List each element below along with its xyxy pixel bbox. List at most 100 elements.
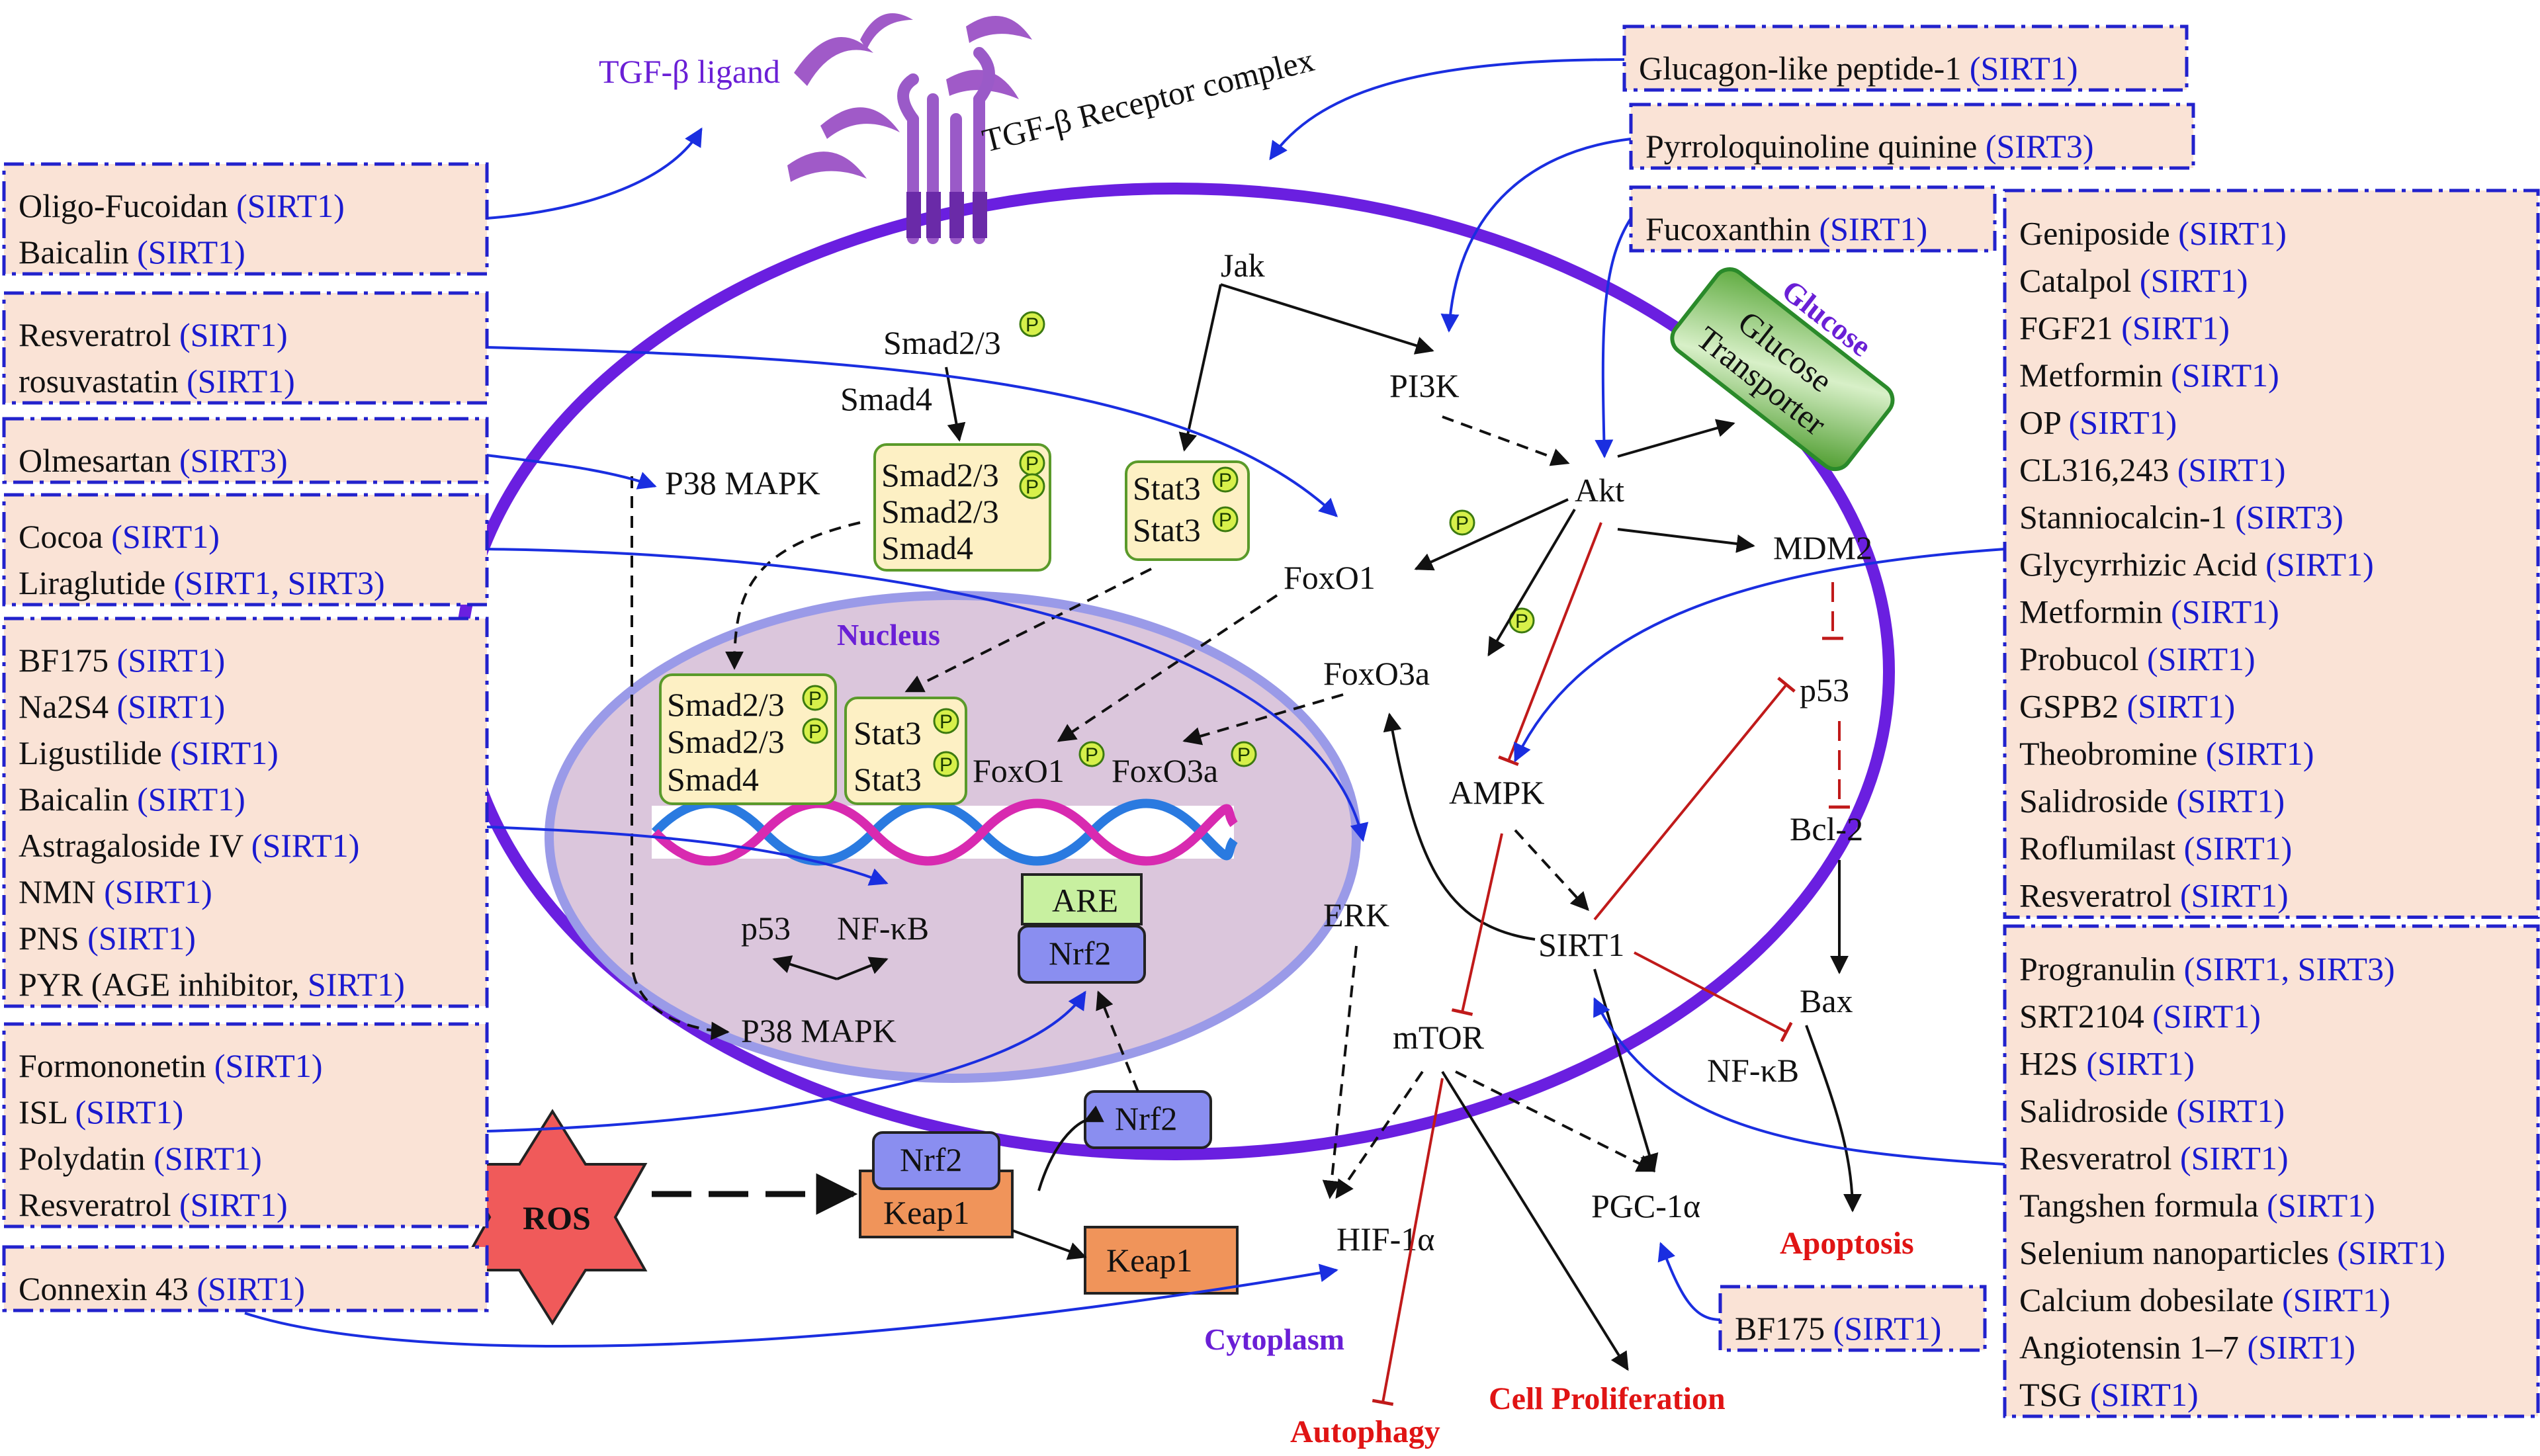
svg-text:P: P: [1026, 476, 1039, 498]
left-drug-box-item: Polydatin (SIRT1): [19, 1140, 262, 1177]
smad-nuc-line3: Smad4: [667, 761, 759, 798]
smad-nuc-line2: Smad2/3: [667, 723, 785, 760]
right-drug-box: [2003, 924, 2540, 1418]
svg-text:P: P: [1026, 453, 1039, 475]
nrf2-nuc-label: Nrf2: [1049, 935, 1111, 972]
tgf-ligand-shapes: [787, 13, 1032, 182]
are-label: ARE: [1052, 882, 1118, 919]
autophagy-label: Autophagy: [1290, 1414, 1440, 1449]
right-drug-box-item: Catalpol (SIRT1): [2019, 262, 2248, 299]
left-drug-box-item: rosuvastatin (SIRT1): [19, 363, 295, 400]
svg-text:P: P: [940, 754, 953, 776]
bax-node: Bax: [1800, 982, 1853, 1019]
right-drug-box-item: Metformin (SIRT1): [2019, 357, 2279, 394]
smad-complex-nuc: [659, 673, 837, 805]
nfkb-nuc-node: NF-κB: [837, 910, 929, 947]
nrf2-bound-label: Nrf2: [900, 1141, 962, 1178]
right-drug-box-item: Geniposide (SIRT1): [2019, 215, 2287, 252]
svg-text:P: P: [809, 721, 822, 743]
are-box: [1021, 873, 1143, 925]
left-drug-box: [2, 291, 489, 405]
foxo3a-nuc-node: FoxO3a: [1112, 752, 1218, 789]
left-drug-box-item: ISL (SIRT1): [19, 1093, 183, 1131]
phosphate-markers: P P P P P P P P P P P P P: [802, 311, 1535, 777]
right-drug-box-item: Stanniocalcin-1 (SIRT3): [2019, 499, 2343, 536]
ampk-node: AMPK: [1449, 774, 1544, 811]
svg-text:P: P: [940, 711, 953, 733]
hif1a-node: HIF-1α: [1336, 1220, 1434, 1258]
left-drug-box-item: Oligo-Fucoidan (SIRT1): [19, 187, 345, 224]
left-drug-box-item: Cocoa (SIRT1): [19, 518, 220, 555]
stat3-cyto-line1: Stat3: [1133, 470, 1201, 507]
left-drug-box-item: Resveratrol (SIRT1): [19, 1186, 288, 1223]
tgf-ligand-label: TGF-β ligand: [599, 53, 780, 90]
jak-node: Jak: [1221, 247, 1265, 284]
svg-text:P: P: [1026, 314, 1039, 336]
left-drug-box: [2, 1022, 489, 1228]
left-drug-box-item: Resveratrol (SIRT1): [19, 316, 288, 353]
apoptosis-label: Apoptosis: [1780, 1226, 1914, 1261]
right-drug-box-item: TSG (SIRT1): [2019, 1376, 2199, 1413]
activation-arrows: [772, 283, 1862, 1371]
cytoplasm-label: Cytoplasm: [1204, 1322, 1344, 1356]
top-drug-box: [1629, 185, 1997, 253]
right-drug-box-item: SRT2104 (SIRT1): [2019, 998, 2261, 1035]
left-drug-box-item: Formononetin (SIRT1): [19, 1047, 322, 1084]
svg-text:P: P: [1515, 611, 1528, 632]
inhibition-lines: [1372, 522, 1850, 1406]
ros-label: ROS: [523, 1199, 591, 1236]
left-drug-box: [2, 617, 489, 1008]
nrf2-bound-box: [872, 1131, 1000, 1190]
bottom-drug-box: [1718, 1285, 1987, 1352]
nfkb-cyto-node: NF-κB: [1707, 1052, 1799, 1089]
p53-cyto-node: p53: [1800, 671, 1849, 708]
left-drug-box-item: Astragaloside IV (SIRT1): [19, 827, 359, 864]
left-drug-box-item: PNS (SIRT1): [19, 920, 196, 957]
nrf2-free-label: Nrf2: [1115, 1100, 1177, 1137]
stat3-nuc-line1: Stat3: [854, 714, 922, 751]
svg-text:P: P: [1237, 744, 1250, 766]
p53-nuc-node: p53: [741, 910, 791, 947]
right-drug-box-item: GSPB2 (SIRT1): [2019, 688, 2235, 725]
left-drug-box: [2, 162, 489, 276]
svg-text:P: P: [1085, 744, 1098, 766]
nucleus-label: Nucleus: [837, 618, 940, 652]
dna-helix: [651, 798, 1238, 866]
pi3k-node: PI3K: [1389, 367, 1460, 404]
right-drug-box-item: Glycyrrhizic Acid (SIRT1): [2019, 546, 2374, 583]
left-drug-box-item: Olmesartan (SIRT3): [19, 442, 288, 479]
p38-cyto-node: P38 MAPK: [665, 464, 820, 501]
sirt1-node: SIRT1: [1538, 926, 1624, 963]
right-drug-box-item: Progranulin (SIRT1, SIRT3): [2019, 951, 2395, 988]
left-drug-box-item: Ligustilide (SIRT1): [19, 734, 279, 771]
smad-complex-cyto: [873, 443, 1051, 572]
keap1-free-label: Keap1: [1106, 1242, 1193, 1279]
svg-text:P: P: [1219, 470, 1232, 492]
right-drug-box: [2003, 189, 2540, 919]
right-drug-box-item: H2S (SIRT1): [2019, 1045, 2195, 1082]
p38-nuc-node: P38 MAPK: [741, 1012, 897, 1049]
left-drug-box-item: Baicalin (SIRT1): [19, 234, 245, 271]
right-drug-box-item: OP (SIRT1): [2019, 404, 2177, 441]
left-drug-box: [2, 1245, 489, 1312]
right-drug-box-item: Calcium dobesilate (SIRT1): [2019, 1281, 2390, 1318]
smad4-node: Smad4: [840, 380, 932, 417]
right-drug-box-item: FGF21 (SIRT1): [2019, 310, 2230, 347]
cell-proliferation-label: Cell Proliferation: [1489, 1381, 1726, 1416]
keap1-free-box: [1084, 1226, 1239, 1295]
right-drug-box-item: Roflumilast (SIRT1): [2019, 830, 2292, 867]
mtor-node: mTOR: [1393, 1019, 1485, 1056]
smad-cyto-line1: Smad2/3: [881, 456, 999, 493]
left-drug-box-item: PYR (AGE inhibitor, SIRT1): [19, 966, 405, 1003]
right-drug-box-item: Angiotensin 1–7 (SIRT1): [2019, 1329, 2355, 1366]
akt-node: Akt: [1575, 472, 1624, 509]
smad-nuc-line1: Smad2/3: [667, 686, 785, 723]
left-drug-box-item: Liraglutide (SIRT1, SIRT3): [19, 564, 385, 601]
top-drug-box-item: Glucagon-like peptide-1 (SIRT1): [1639, 50, 2078, 87]
keap1-bound-label: Keap1: [883, 1194, 970, 1231]
right-drug-box-item: Theobromine (SIRT1): [2019, 735, 2314, 772]
svg-text:P: P: [1219, 509, 1232, 531]
left-drug-box-item: Connexin 43 (SIRT1): [19, 1270, 305, 1307]
stat3-nuc-line2: Stat3: [854, 761, 922, 798]
